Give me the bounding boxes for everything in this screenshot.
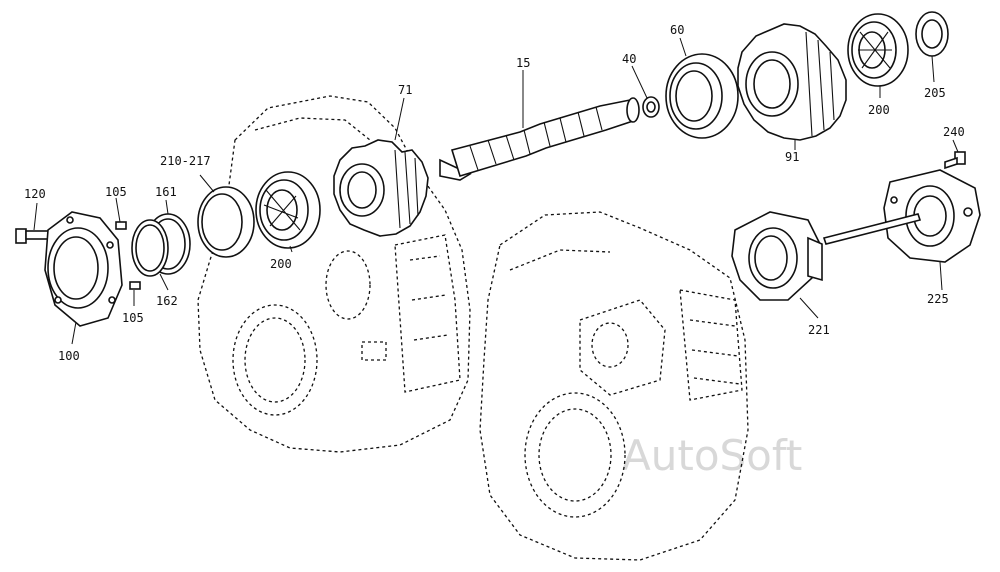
bearing-200-right bbox=[847, 13, 909, 87]
label-71: 71 bbox=[398, 83, 412, 97]
label-105-upper: 105 bbox=[105, 185, 127, 199]
gear-91 bbox=[737, 23, 847, 141]
cover-225 bbox=[822, 169, 981, 263]
label-15: 15 bbox=[516, 56, 530, 70]
cover-100 bbox=[44, 211, 123, 327]
shim-162 bbox=[131, 219, 169, 277]
label-200-left: 200 bbox=[270, 257, 292, 271]
label-60: 60 bbox=[670, 23, 684, 37]
pin-105-lower bbox=[129, 281, 141, 290]
label-100: 100 bbox=[58, 349, 80, 363]
label-225: 225 bbox=[927, 292, 949, 306]
main-shaft-15 bbox=[439, 97, 640, 181]
gear-71 bbox=[333, 139, 429, 237]
right-housing bbox=[479, 211, 749, 561]
pump-body-221 bbox=[731, 211, 823, 301]
left-housing bbox=[197, 95, 471, 453]
label-162: 162 bbox=[156, 294, 178, 308]
sync-ring-60 bbox=[665, 53, 739, 139]
nut-205 bbox=[915, 11, 949, 57]
label-161: 161 bbox=[155, 185, 177, 199]
spacer-ring-210-217 bbox=[197, 186, 255, 258]
label-105-lower: 105 bbox=[122, 311, 144, 325]
bolt-240 bbox=[944, 151, 966, 170]
label-240: 240 bbox=[943, 125, 965, 139]
part-labels: 120 105 161 210-217 71 15 40 60 200 205 … bbox=[24, 23, 965, 363]
label-120: 120 bbox=[24, 187, 46, 201]
leader-lines bbox=[33, 37, 959, 345]
label-210-217: 210-217 bbox=[160, 154, 211, 168]
label-221: 221 bbox=[808, 323, 830, 337]
label-205: 205 bbox=[924, 86, 946, 100]
pin-105-upper bbox=[115, 221, 127, 230]
bearing-200-left bbox=[255, 171, 321, 249]
watermark: AutoSoft bbox=[622, 431, 802, 480]
label-40: 40 bbox=[622, 52, 636, 66]
label-91: 91 bbox=[785, 150, 799, 164]
washer-40 bbox=[642, 96, 660, 118]
label-200-right: 200 bbox=[868, 103, 890, 117]
